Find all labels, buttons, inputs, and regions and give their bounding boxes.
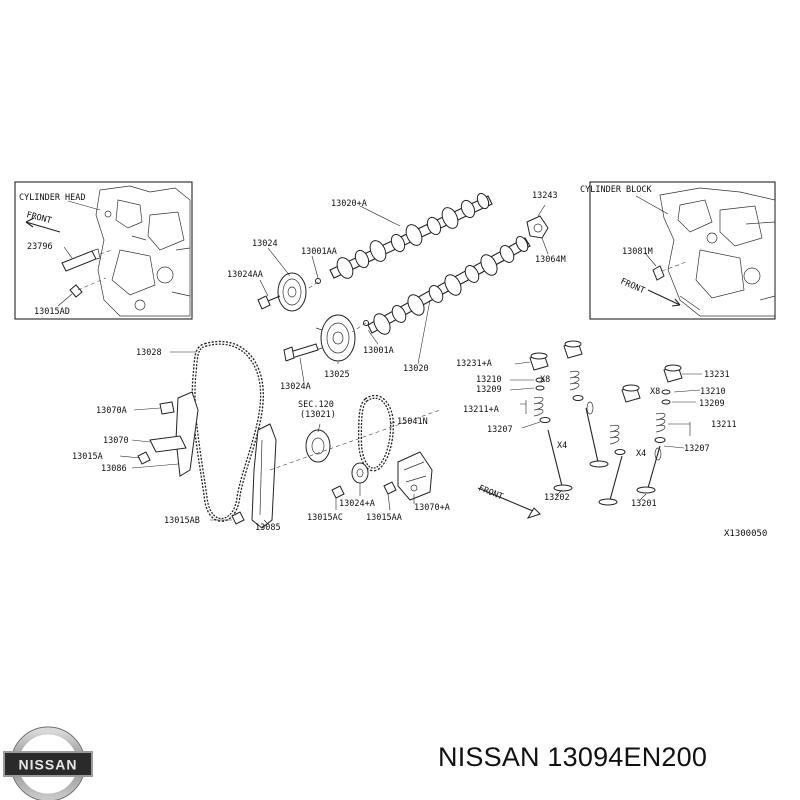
label-13070: 13070 [103,436,129,446]
label-13024: 13024 [252,239,278,249]
bolts-center [331,481,397,499]
label-13201: 13201 [631,499,657,509]
label-sec120: SEC.120 [298,400,334,410]
label-13025: 13025 [324,370,350,380]
cam-sensor-13243 [526,204,549,255]
inset-frame-right [589,181,776,320]
label-13064M: 13064M [535,255,566,265]
label-13209-right: 13209 [699,399,725,409]
label-x4-right: X4 [636,449,646,459]
label-13024plusA: 13024+A [339,499,375,509]
label-cylinder-head: CYLINDER HEAD [19,193,86,203]
inset-cylinder-head: CYLINDER HEAD FRONT 23796 13015AD [14,181,193,320]
part-title: NISSAN 13094EN200 [438,742,708,772]
chain-guide-13085 [251,423,277,529]
label-13020: 13020 [403,364,429,374]
label-13210: 13210 [476,375,502,385]
label-13231A: 13231+A [456,359,492,369]
label-23796: 23796 [27,242,53,252]
label-13207-right: 13207 [684,444,710,454]
tensioner-13070A [397,451,433,501]
label-15041N: 15041N [397,417,428,427]
label-13085: 13085 [255,523,281,533]
label-x8-left: X8 [540,375,550,385]
label-13231: 13231 [704,370,730,380]
label-13021: (13021) [300,410,336,420]
label-x8-right: X8 [650,387,660,397]
label-13015AA: 13015AA [366,513,402,523]
bolts-left [137,451,245,525]
label-13020A: 13020+A [331,199,367,209]
valve-train-right: 13231 X8 13210 13209 13211 13207 X4 1320… [598,364,737,509]
label-cylinder-block: CYLINDER BLOCK [580,185,653,195]
label-13210-right: 13210 [700,387,726,397]
inset-cylinder-block: CYLINDER BLOCK FRONT 13081M [580,181,776,320]
label-13015A: 13015A [72,452,103,462]
label-13024AA: 13024AA [227,270,263,280]
camshaft-lower [363,236,531,335]
inset-frame-left [14,181,193,320]
sprocket-13025 [315,314,356,362]
label-13209: 13209 [476,385,502,395]
tensioner-arm-13070 [149,391,199,477]
nissan-logo: NISSAN [3,726,93,800]
label-13243: 13243 [532,191,558,201]
figure-code: X1300050 [724,529,767,539]
label-13086: 13086 [101,464,127,474]
label-13070A: 13070A [96,406,127,416]
crank-sprocket [305,429,369,484]
valve-train-left: 13231+A 13210 13209 13211+A 13207 X8 X4 … [456,340,609,503]
label-13001A: 13001A [363,346,394,356]
label-13024A: 13024A [280,382,311,392]
label-13001AA: 13001AA [301,247,337,257]
label-13202: 13202 [544,493,570,503]
label-13015AC: 13015AC [307,513,343,523]
front-arrow-mid: FRONT [477,484,541,519]
label-13211A: 13211+A [463,405,499,415]
label-13207: 13207 [487,425,513,435]
sprocket-13024AA [277,272,307,312]
timing-chain-13028 [191,340,265,522]
label-13015AB: 13015AB [164,516,200,526]
label-13081M: 13081M [622,247,653,257]
label-front-right: FRONT [619,277,646,297]
label-13070plusA: 13070+A [414,503,450,513]
label-13028: 13028 [136,348,162,358]
label-x4-left: X4 [557,441,567,451]
secondary-chain-15041N [357,394,395,472]
label-front-mid: FRONT [477,484,504,503]
label-13211: 13211 [711,420,737,430]
logo-text: NISSAN [19,757,78,773]
label-13015AD: 13015AD [34,307,70,317]
center-labels: 13020+A 13024 13001AA 13024AA 13024A 130… [72,191,767,539]
cam-bolt-13024AA [257,295,281,310]
cam-bolt-13024A [283,343,319,362]
camshaft-upper [315,192,493,284]
label-front-left: FRONT [25,210,52,226]
